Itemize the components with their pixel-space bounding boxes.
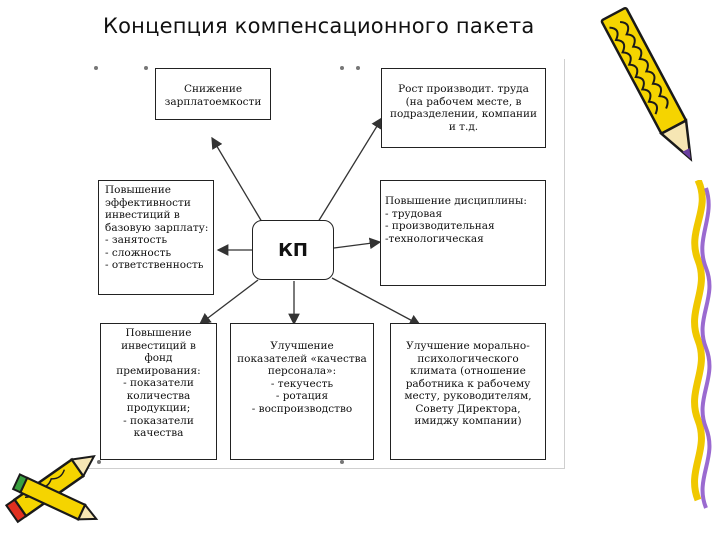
wavy-border-right <box>691 180 712 509</box>
corner-dot <box>94 66 98 70</box>
corner-dot <box>340 460 344 464</box>
page-title: Концепция компенсационного пакета <box>103 14 535 38</box>
corner-dot <box>356 66 360 70</box>
pencil-icon <box>600 6 693 162</box>
corner-dot <box>97 460 101 464</box>
center-kp-box: КП <box>252 220 334 280</box>
box-bonus: Повышение инвестиций в фонд премирования… <box>100 323 217 460</box>
box-efficiency: Повышение эффективности инвестиций в баз… <box>98 180 214 295</box>
arrow-to-discipline <box>333 237 382 250</box>
box-reduce-wage: Снижение зарплатоемкости <box>155 68 271 120</box>
pencils-icon <box>4 454 99 524</box>
corner-dot <box>144 66 148 70</box>
box-productivity: Рост производит. труда (на рабочем месте… <box>381 68 546 148</box>
arrow-to-bonus <box>198 279 259 325</box>
arrow-to-productivity <box>317 116 383 223</box>
box-staff-quality: Улучшение показателей «качества персонал… <box>230 323 374 460</box>
arrow-to-climate <box>331 277 422 326</box>
box-climate: Улучшение морально- психологического кли… <box>390 323 546 460</box>
arrow-to-reduce-wage <box>211 136 263 223</box>
corner-dot <box>340 66 344 70</box>
box-discipline: Повышение дисциплины: - трудовая - произ… <box>380 180 546 286</box>
